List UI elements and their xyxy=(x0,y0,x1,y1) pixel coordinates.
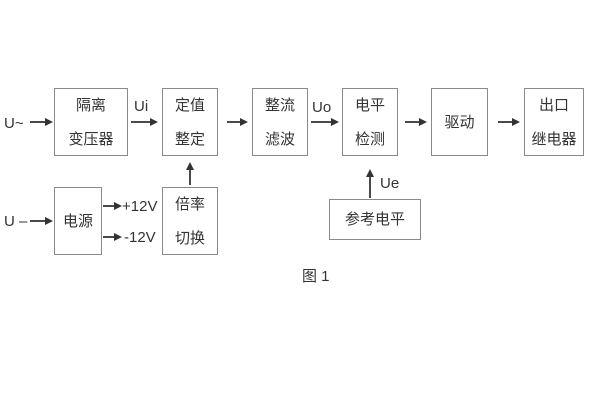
block-label: 隔离 xyxy=(75,96,106,114)
block-label: 倍率 xyxy=(174,195,205,213)
block-rectifier-filter: 整流 滤波 xyxy=(252,88,308,156)
block-power-supply: 电源 xyxy=(54,187,102,255)
block-setpoint-adjust: 定值 整定 xyxy=(162,88,218,156)
block-label: 切换 xyxy=(174,229,205,247)
minus12v-label: -12V xyxy=(124,229,156,246)
block-driver: 驱动 xyxy=(431,88,488,156)
block-label: 整定 xyxy=(174,130,205,148)
block-label: 驱动 xyxy=(444,113,475,131)
dc-input-label: U – xyxy=(4,213,28,230)
block-ratio-switch: 倍率 切换 xyxy=(162,187,218,255)
ac-input-label: U~ xyxy=(4,115,24,132)
block-label: 继电器 xyxy=(531,130,577,148)
signal-ui-label: Ui xyxy=(134,98,149,115)
plus12v-label: +12V xyxy=(122,198,158,215)
block-label: 变压器 xyxy=(68,130,114,148)
block-label: 电源 xyxy=(62,212,93,230)
block-reference-level: 参考电平 xyxy=(329,199,421,240)
figure-caption: 图 1 xyxy=(302,268,330,285)
signal-uo-label: Uo xyxy=(312,99,332,116)
block-label: 整流 xyxy=(264,96,295,114)
block-level-detection: 电平 检测 xyxy=(342,88,398,156)
block-label: 出口 xyxy=(538,96,569,114)
block-output-relay: 出口 继电器 xyxy=(524,88,584,156)
block-label: 定值 xyxy=(174,96,205,114)
block-isolation-transformer: 隔离 变压器 xyxy=(54,88,128,156)
block-label: 滤波 xyxy=(264,130,295,148)
block-label: 参考电平 xyxy=(344,211,405,228)
block-label: 检测 xyxy=(354,130,385,148)
signal-ue-label: Ue xyxy=(380,175,400,192)
block-label: 电平 xyxy=(354,96,385,114)
